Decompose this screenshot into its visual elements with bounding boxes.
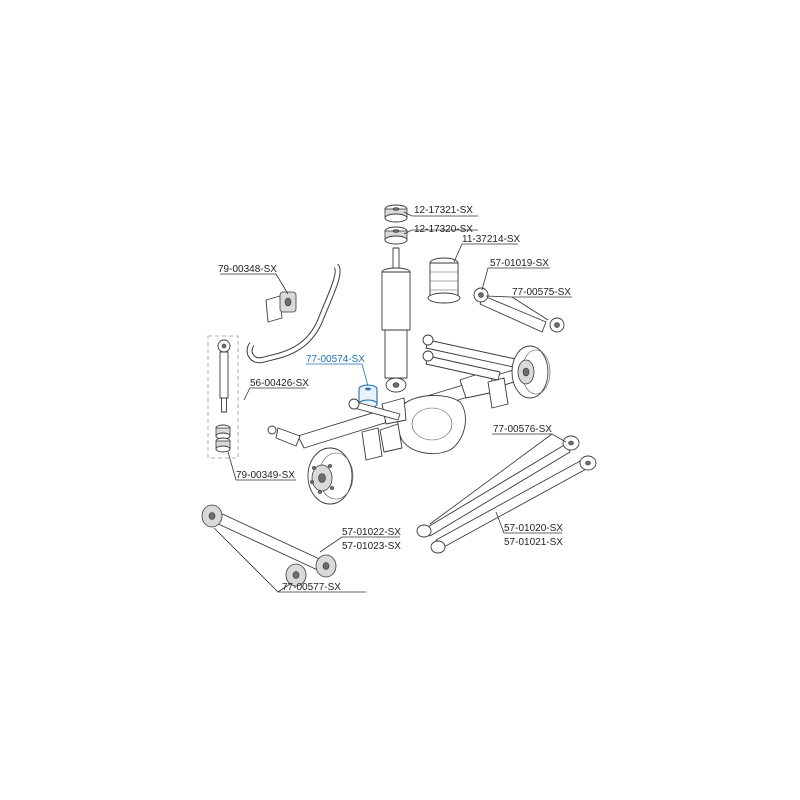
label-57-01023[interactable]: 57-01023-SX bbox=[342, 541, 401, 552]
label-77-00575[interactable]: 77-00575-SX bbox=[512, 287, 571, 298]
end-link-box bbox=[207, 335, 239, 459]
rear-axle bbox=[267, 367, 527, 461]
lower-control-arm-right bbox=[416, 435, 597, 554]
label-57-01019[interactable]: 57-01019-SX bbox=[490, 258, 549, 269]
label-56-00426[interactable]: 56-00426-SX bbox=[250, 378, 309, 389]
leader-lines bbox=[213, 211, 572, 593]
label-77-00576[interactable]: 77-00576-SX bbox=[493, 424, 552, 435]
bump-stop bbox=[427, 257, 461, 304]
bushing-upper-top bbox=[384, 204, 408, 223]
label-12-17320[interactable]: 12-17320-SX bbox=[414, 224, 473, 235]
sway-bar-bushing bbox=[265, 291, 297, 323]
lower-control-arm-left bbox=[201, 504, 337, 578]
shock-absorber bbox=[381, 247, 411, 393]
sway-bar-end-link bbox=[217, 339, 231, 413]
upper-control-arm bbox=[473, 287, 565, 333]
label-77-00577[interactable]: 77-00577-SX bbox=[282, 582, 341, 593]
axle-rear-links bbox=[348, 334, 521, 421]
brake-drum-left bbox=[307, 447, 354, 505]
label-57-01022[interactable]: 57-01022-SX bbox=[342, 527, 401, 538]
label-77-00574[interactable]: 77-00574-SX bbox=[306, 354, 365, 365]
part-labels: 12-17321-SX 12-17320-SX 11-37214-SX 57-0… bbox=[218, 205, 571, 593]
brake-drum-right bbox=[511, 345, 551, 399]
bushing-upper-bottom bbox=[384, 226, 408, 245]
label-79-00349[interactable]: 79-00349-SX bbox=[236, 470, 295, 481]
label-12-17321[interactable]: 12-17321-SX bbox=[414, 205, 473, 216]
sway-bar bbox=[246, 263, 341, 364]
end-link-bushings bbox=[215, 424, 231, 453]
label-57-01020[interactable]: 57-01020-SX bbox=[504, 523, 563, 534]
shock-lower-bushing bbox=[358, 384, 378, 409]
label-11-37214[interactable]: 11-37214-SX bbox=[462, 234, 521, 245]
label-79-00348[interactable]: 79-00348-SX bbox=[218, 264, 277, 275]
control-arm-bushing bbox=[285, 563, 307, 587]
label-57-01021[interactable]: 57-01021-SX bbox=[504, 537, 563, 548]
